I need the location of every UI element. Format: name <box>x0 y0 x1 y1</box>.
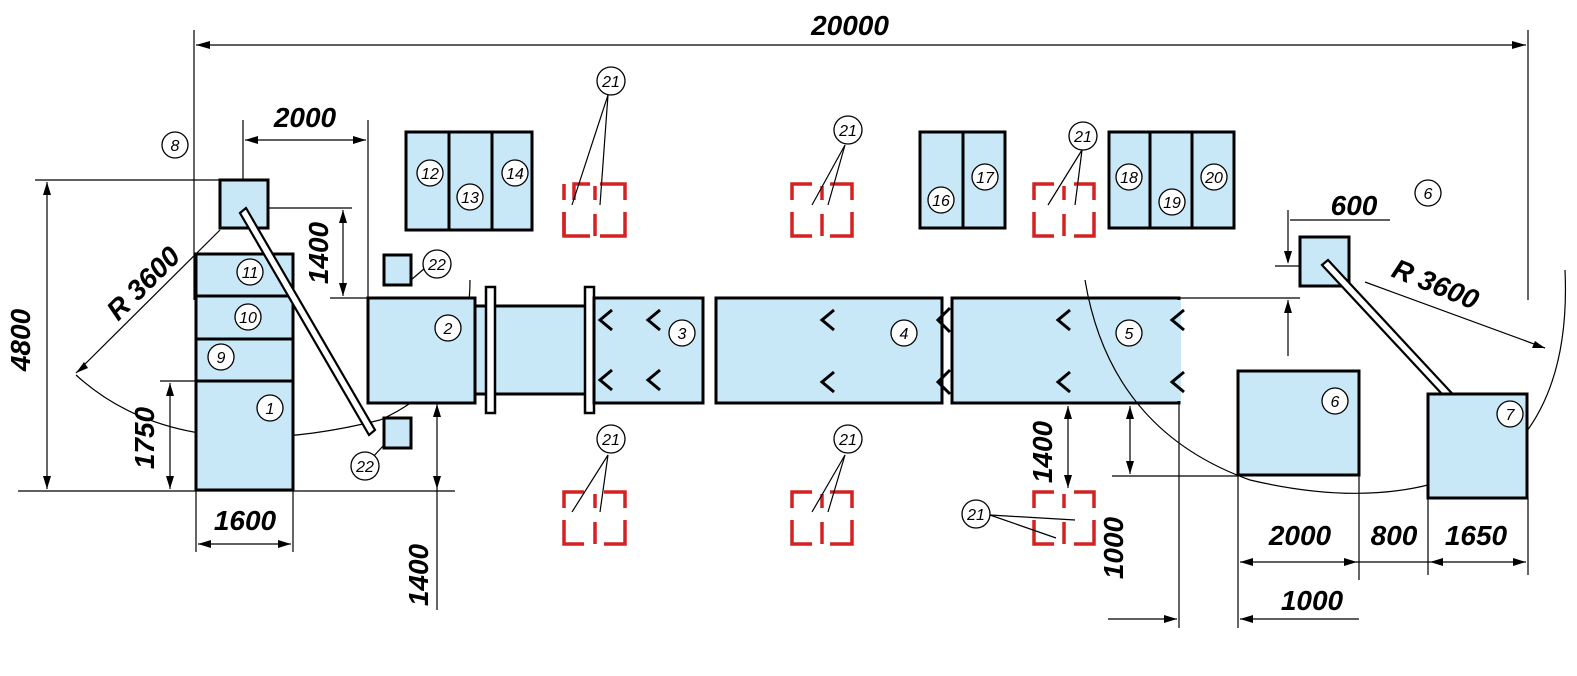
label-12: 12 <box>416 159 444 187</box>
dim-radius-right: R 3600 <box>1388 253 1484 316</box>
dim-offset-1400-bottom: 1400 <box>403 543 434 606</box>
dim-radius-left: R 3600 <box>100 240 186 326</box>
svg-text:6: 6 <box>1331 394 1340 411</box>
svg-text:13: 13 <box>461 190 479 207</box>
zone-bottom-2 <box>790 490 854 546</box>
label-1: 1 <box>256 394 284 422</box>
label-3: 3 <box>668 319 696 347</box>
svg-text:6: 6 <box>1424 186 1433 203</box>
dim-offset-600: 600 <box>1331 190 1378 221</box>
svg-text:11: 11 <box>242 265 259 282</box>
label-18: 18 <box>1115 163 1143 191</box>
label-21-d: 21 <box>596 424 626 454</box>
dim-width-1600: 1600 <box>214 505 277 536</box>
label-14: 14 <box>501 159 529 187</box>
svg-text:4: 4 <box>900 326 909 343</box>
label-7: 7 <box>1496 400 1524 428</box>
zone-bottom-1 <box>562 490 627 546</box>
svg-text:17: 17 <box>976 170 995 187</box>
dim-offset-1000-vertical: 1000 <box>1098 516 1129 579</box>
svg-text:10: 10 <box>239 310 257 327</box>
label-16: 16 <box>927 186 955 214</box>
label-6-top: 6 <box>1414 179 1442 207</box>
svg-text:7: 7 <box>1506 407 1516 424</box>
zone-top-3 <box>1032 182 1096 238</box>
svg-text:16: 16 <box>932 193 950 210</box>
small-unit-bottom <box>382 416 413 450</box>
svg-text:3: 3 <box>678 326 687 343</box>
label-17: 17 <box>971 163 999 191</box>
zone-bottom-3 <box>1032 490 1096 546</box>
dim-gap-800: 800 <box>1371 520 1418 551</box>
label-22-bottom: 22 <box>350 451 380 481</box>
leader-lines <box>571 94 1083 539</box>
dim-jib-offset: 2000 <box>273 102 337 133</box>
upper-equipment <box>404 130 1236 232</box>
label-4: 4 <box>890 319 918 347</box>
dim-offset-1400-right: 1400 <box>1027 420 1058 483</box>
svg-text:12: 12 <box>421 166 439 183</box>
svg-text:22: 22 <box>427 257 446 274</box>
label-21-c: 21 <box>1068 121 1098 151</box>
svg-text:1: 1 <box>266 401 275 418</box>
crane-boom-left <box>238 206 377 437</box>
label-11: 11 <box>236 258 264 286</box>
overall-dimension: 20000 <box>193 10 1529 300</box>
zone-top-2 <box>790 182 854 238</box>
dim-width-1650: 1650 <box>1445 520 1508 551</box>
svg-text:14: 14 <box>506 166 524 183</box>
label-2: 2 <box>434 314 462 342</box>
svg-text:21: 21 <box>838 432 857 449</box>
small-unit-top <box>382 253 413 287</box>
label-10: 10 <box>234 303 262 331</box>
svg-text:19: 19 <box>1163 195 1181 212</box>
label-5: 5 <box>1115 319 1143 347</box>
svg-text:9: 9 <box>217 350 226 367</box>
label-22-top: 22 <box>422 249 452 279</box>
svg-text:21: 21 <box>601 74 620 91</box>
svg-text:5: 5 <box>1125 326 1134 343</box>
label-20: 20 <box>1200 163 1228 191</box>
position-labels: 1 2 3 4 5 6 6 7 8 9 10 11 12 13 14 16 17… <box>161 66 1524 529</box>
svg-text:18: 18 <box>1120 170 1138 187</box>
conveyor-line <box>366 285 1185 415</box>
operator-zones <box>562 182 1096 546</box>
svg-text:21: 21 <box>838 123 857 140</box>
machine-stack <box>194 252 295 492</box>
label-9: 9 <box>207 343 235 371</box>
machine-6 <box>1236 369 1361 477</box>
svg-text:21: 21 <box>601 432 620 449</box>
dim-height-1750: 1750 <box>129 406 160 469</box>
svg-text:8: 8 <box>171 138 180 155</box>
dim-offset-1400-top: 1400 <box>303 221 334 284</box>
zone-top-1 <box>562 182 627 238</box>
svg-text:2: 2 <box>443 321 453 338</box>
label-21-e: 21 <box>833 424 863 454</box>
label-21-b: 21 <box>833 115 863 145</box>
label-6: 6 <box>1321 387 1349 415</box>
svg-text:21: 21 <box>1073 129 1092 146</box>
svg-text:21: 21 <box>966 507 985 524</box>
right-crane-area: R 3600 600 1400 1000 <box>1027 190 1567 628</box>
station-3 <box>592 296 705 405</box>
label-13: 13 <box>456 183 484 211</box>
dim-offset-1000-bottom: 1000 <box>1281 585 1344 616</box>
svg-text:22: 22 <box>355 459 374 476</box>
label-21-f: 21 <box>961 499 991 529</box>
dim-overall-length: 20000 <box>810 10 889 41</box>
label-8: 8 <box>161 131 189 159</box>
dim-height-4800: 4800 <box>5 308 36 372</box>
label-21-a: 21 <box>596 66 626 96</box>
station-2 <box>366 296 477 405</box>
dim-width-2000-right: 2000 <box>1268 520 1332 551</box>
svg-text:20: 20 <box>1204 170 1223 187</box>
label-19: 19 <box>1158 188 1186 216</box>
